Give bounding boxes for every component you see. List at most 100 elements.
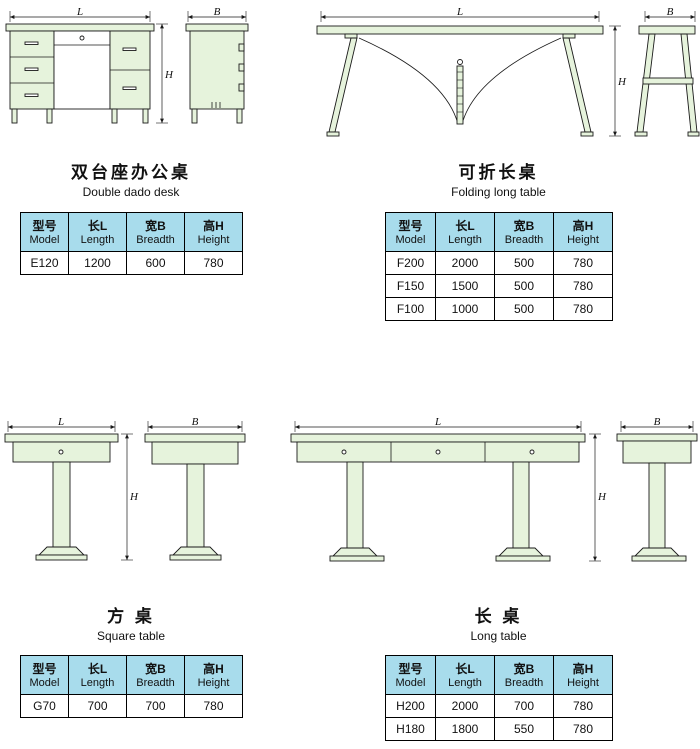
section-title-double-dado-desk: 双台座办公桌 Double dado desk — [20, 162, 242, 200]
cell-length: 1200 — [68, 251, 127, 275]
header-zh: 长L — [87, 218, 108, 233]
header-zh: 型号 — [398, 218, 423, 233]
cell-height: 780 — [553, 297, 613, 321]
folding-table-front-view: L H — [316, 6, 627, 137]
title-en: Double dado desk — [82, 185, 180, 199]
dim-label-breadth: B — [654, 416, 661, 428]
drawing-double-dado-desk: L H B — [5, 6, 249, 124]
header-en: Breadth — [504, 233, 544, 246]
header-en: Length — [80, 676, 115, 689]
section-title-folding-long-table: 可折长桌 Folding long table — [385, 162, 612, 200]
table-row: E120 1200 600 780 — [20, 251, 243, 275]
title-en: Long table — [470, 629, 527, 643]
cell-height: 780 — [553, 694, 613, 718]
header-en: Model — [395, 676, 426, 689]
cell-model: F100 — [385, 297, 436, 321]
cell-length: 2000 — [435, 251, 495, 275]
header-en: Height — [197, 676, 230, 689]
desk-side-view: B — [185, 6, 249, 124]
header-en: Length — [448, 233, 482, 246]
cell-model: F150 — [385, 274, 436, 298]
cell-height: 780 — [553, 717, 613, 741]
header-en: Model — [395, 233, 426, 246]
header-zh: 长L — [455, 661, 475, 676]
header-zh: 长L — [87, 661, 108, 676]
table-row: F150 1500 500 780 — [385, 274, 613, 298]
cell-length: 2000 — [435, 694, 495, 718]
dim-label-breadth: B — [667, 6, 674, 18]
title-zh: 可折长桌 — [458, 163, 539, 182]
title-zh: 双台座办公桌 — [71, 163, 191, 182]
cell-height: 780 — [184, 694, 243, 718]
header-zh: 高H — [572, 218, 594, 233]
cell-breadth: 500 — [494, 251, 554, 275]
cell-breadth: 550 — [494, 717, 554, 741]
long-table-side-view: B — [616, 416, 698, 562]
header-en: Length — [80, 233, 115, 246]
long-table-front-view: L H — [290, 416, 607, 562]
cell-length: 1500 — [435, 274, 495, 298]
header-zh: 高H — [203, 661, 224, 676]
header-zh: 宽B — [513, 218, 535, 233]
dim-label-height: H — [597, 491, 607, 503]
cell-length: 700 — [68, 694, 127, 718]
cell-model: H180 — [385, 717, 436, 741]
cell-model: F200 — [385, 251, 436, 275]
header-en: Height — [197, 233, 230, 246]
desk-front-view: L H — [5, 6, 174, 124]
dim-label-height: H — [129, 491, 139, 503]
square-table-front-view: L H — [4, 416, 139, 561]
section-title-long-table: 长 桌 Long table — [385, 606, 612, 644]
dim-label-height: H — [617, 76, 627, 88]
header-zh: 宽B — [145, 218, 166, 233]
square-table-side-view: B — [144, 416, 246, 561]
dim-label-breadth: B — [214, 6, 221, 18]
cell-breadth: 600 — [126, 251, 185, 275]
header-zh: 型号 — [32, 661, 57, 676]
table-row: H200 2000 700 780 — [385, 694, 613, 718]
header-en: Model — [29, 233, 60, 246]
header-zh: 型号 — [32, 218, 57, 233]
header-zh: 宽B — [145, 661, 166, 676]
section-title-square-table: 方 桌 Square table — [20, 606, 242, 644]
cell-length: 1000 — [435, 297, 495, 321]
header-zh: 宽B — [513, 661, 535, 676]
folding-table-side-view: B — [634, 6, 700, 137]
drawing-folding-long-table: L H B — [316, 6, 700, 137]
drawing-long-table: L H B — [290, 416, 698, 562]
header-zh: 高H — [572, 661, 594, 676]
title-en: Square table — [96, 629, 166, 643]
cell-breadth: 700 — [126, 694, 185, 718]
cell-model: E120 — [20, 251, 69, 275]
cell-length: 1800 — [435, 717, 495, 741]
table-row: G70 700 700 780 — [20, 694, 243, 718]
title-zh: 长 桌 — [474, 607, 523, 626]
dim-label-length: L — [76, 6, 83, 18]
cell-height: 780 — [553, 251, 613, 275]
header-en: Breadth — [504, 676, 544, 689]
cell-breadth: 500 — [494, 297, 554, 321]
drawing-square-table: L H B — [4, 416, 246, 561]
dim-label-breadth: B — [192, 416, 199, 428]
table-row: F100 1000 500 780 — [385, 297, 613, 321]
cell-model: H200 — [385, 694, 436, 718]
